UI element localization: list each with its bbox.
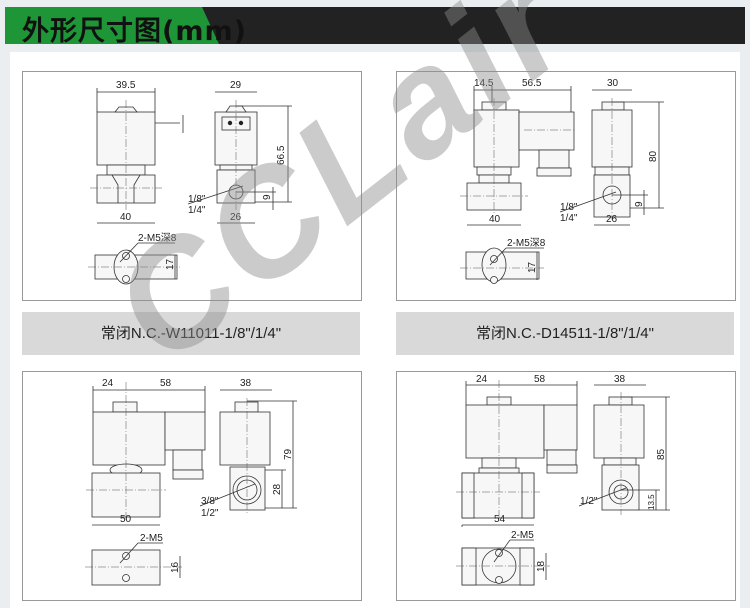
drawing-1-2: 24 58 54 38 85 13.5 1/2" 18 2-M5	[396, 371, 736, 601]
drawing-d14511: 14.5 56.5 40 30 26 80 9 1/8" 1/4" 17 2-M…	[396, 71, 736, 301]
port-size-1: 1/8"	[188, 194, 206, 205]
dim-height: 80	[648, 150, 659, 162]
section-header: 外形尺寸图(mm)	[5, 7, 745, 44]
port-size-2: 1/2"	[201, 508, 219, 519]
port-size-2: 1/4"	[188, 205, 206, 216]
dim-body-width: 40	[120, 212, 132, 223]
dim-side-width: 38	[614, 374, 626, 385]
model-caption-d14511: 常闭N.C.-D14511-1/8"/1/4"	[396, 312, 734, 355]
dim-hole-pitch: 17	[165, 258, 176, 270]
dim-side-width: 29	[230, 80, 242, 91]
mount-hole-spec: 2-M5	[511, 530, 534, 541]
dim-coil-width: 58	[534, 374, 546, 385]
port-size-2: 1/4"	[560, 213, 578, 224]
dimension-drawing: 24 58 54 38 85 13.5 1/2" 18 2-M5	[456, 374, 670, 586]
dim-port-height: 28	[272, 483, 283, 495]
dim-coil-width: 58	[160, 378, 172, 389]
drawing-3-8-1-2: 24 58 50 38 79 28 3/8" 1/2" 16 2-M5	[22, 371, 362, 601]
dim-hole-pitch: 18	[536, 560, 547, 572]
dim-offset: 24	[476, 374, 488, 385]
dim-coil-width: 56.5	[522, 78, 542, 89]
dim-offset: 24	[102, 378, 114, 389]
dim-coil-width: 39.5	[116, 80, 136, 91]
dim-side-body-width: 26	[606, 214, 618, 225]
dim-body-width: 50	[120, 514, 132, 525]
dim-port-height: 13.5	[647, 494, 656, 510]
port-size-1: 1/2"	[580, 496, 598, 507]
model-caption-w11011: 常闭N.C.-W11011-1/8"/1/4"	[22, 312, 360, 355]
dim-hole-pitch: 16	[170, 561, 181, 573]
dimension-drawing: 24 58 50 38 79 28 3/8" 1/2" 16 2-M5	[85, 378, 297, 586]
dim-body-width: 54	[494, 514, 506, 525]
mount-hole-spec: 2-M5深8	[138, 232, 177, 244]
dim-side-body-width: 26	[230, 212, 242, 223]
header-accent	[5, 7, 219, 44]
dim-height: 66.5	[276, 145, 287, 165]
dimension-drawing: 39.5 40 29 26 66.5 9 1/8" 1/4" 17 2-M5深8	[88, 80, 292, 285]
port-size-1: 1/8"	[560, 202, 578, 213]
port-size-1: 3/8"	[201, 496, 219, 507]
section-title: 外形尺寸图(mm)	[22, 16, 247, 44]
dim-hole-pitch: 17	[527, 261, 538, 273]
dimension-drawing: 14.5 56.5 40 30 26 80 9 1/8" 1/4" 17 2-M…	[460, 78, 664, 284]
dim-side-width: 38	[240, 378, 252, 389]
drawing-w11011: 39.5 40 29 26 66.5 9 1/8" 1/4" 17 2-M5深8	[22, 71, 362, 301]
mount-hole-spec: 2-M5	[140, 533, 163, 544]
mount-hole-spec: 2-M5深8	[507, 237, 546, 249]
dim-height: 85	[656, 448, 667, 460]
dim-offset: 14.5	[474, 78, 494, 89]
dim-side-width: 30	[607, 78, 619, 89]
dim-port-height: 9	[634, 201, 645, 207]
dim-body-width: 40	[489, 214, 501, 225]
dim-height: 79	[283, 448, 294, 460]
dim-port-height: 9	[262, 194, 273, 200]
